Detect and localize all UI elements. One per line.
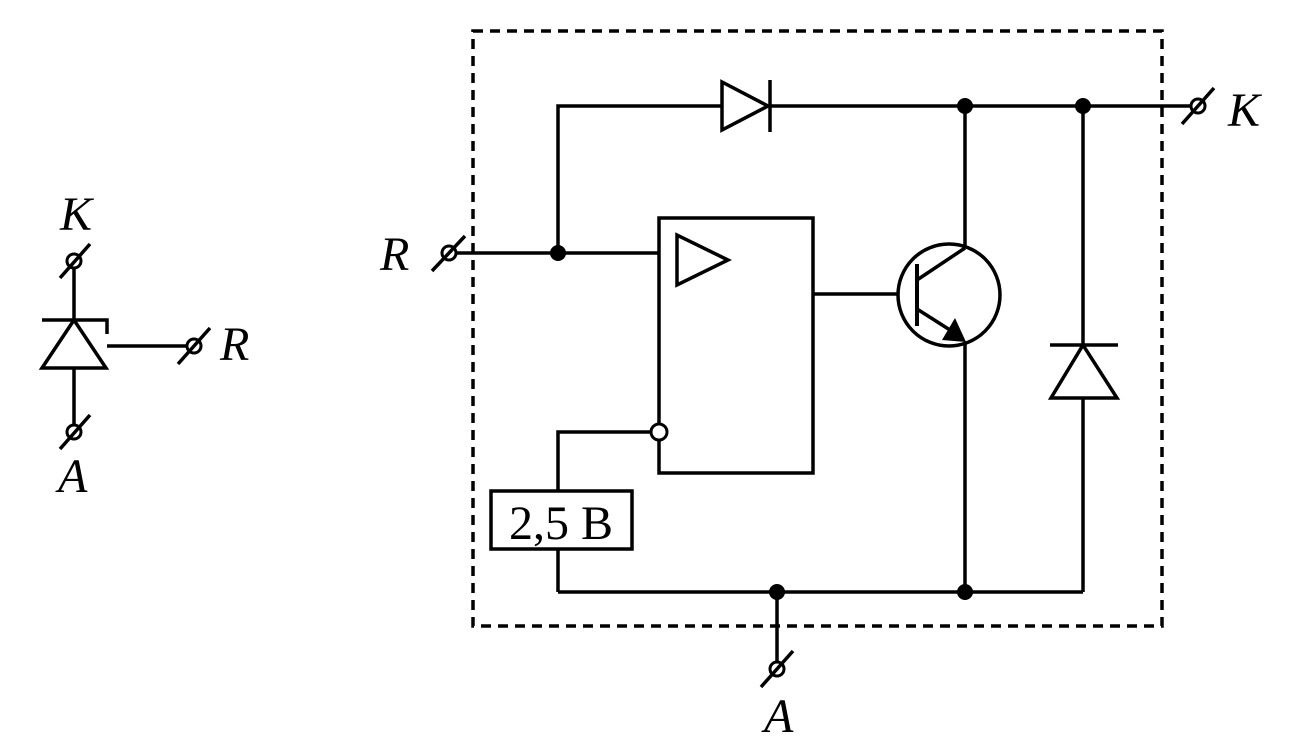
opamp-block <box>657 216 815 475</box>
inverting-input-bubble <box>649 422 669 442</box>
circuit-reference-label: R <box>379 228 409 281</box>
symbol-reference-label: R <box>219 318 249 371</box>
voltage-reference-label: 2,5 В <box>509 497 613 550</box>
symbol-cathode-terminal <box>58 242 92 280</box>
symbol-cathode-label: K <box>59 188 95 241</box>
wire-vref-to-opamp <box>556 430 651 491</box>
npn-transistor-icon <box>896 242 1002 348</box>
amplifier-triangle-icon <box>675 232 732 288</box>
symbol-anode-label: A <box>55 450 88 503</box>
voltage-reference-box <box>489 489 634 551</box>
wire-reference-to-diode <box>556 104 722 253</box>
zener-adjustable-icon <box>38 316 110 370</box>
protection-diode-icon <box>1047 341 1121 400</box>
circuit-cathode-terminal <box>1180 86 1216 126</box>
equivalent-circuit: R K <box>379 29 1263 743</box>
symbol-reference-terminal <box>176 326 212 366</box>
shunt-regulator-symbol: K A R <box>38 188 249 503</box>
symbol-anode-terminal <box>58 413 92 451</box>
package-boundary <box>471 29 1164 628</box>
circuit-anode-terminal <box>759 649 795 689</box>
series-diode-icon <box>720 79 772 133</box>
circuit-anode-label: A <box>761 690 794 743</box>
junction-bottom-emitter <box>957 584 973 600</box>
circuit-cathode-label: K <box>1227 84 1263 137</box>
